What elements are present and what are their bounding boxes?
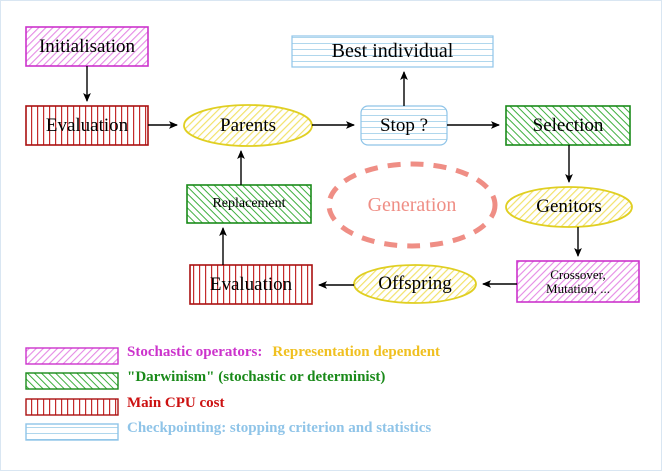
legend-label-primary: Stochastic operators: xyxy=(127,344,263,360)
node-shape-evaluation-bottom[interactable] xyxy=(189,264,313,305)
node-shape-generation[interactable] xyxy=(326,161,498,249)
node-shape-initialisation[interactable] xyxy=(25,26,149,67)
node-shape-crossover[interactable] xyxy=(516,260,640,303)
legend-label-primary: Main CPU cost xyxy=(127,395,225,411)
node-shape-parents[interactable] xyxy=(183,104,313,147)
node-shape-evaluation-top[interactable] xyxy=(25,105,149,146)
legend-label-darwinism: "Darwinism" (stochastic or determinist) xyxy=(127,369,385,386)
node-shape-genitors[interactable] xyxy=(505,186,633,228)
legend-label-checkpointing: Checkpointing: stopping criterion and st… xyxy=(127,420,431,437)
legend-label-primary: "Darwinism" (stochastic or determinist) xyxy=(127,369,386,385)
legend-label-cpu: Main CPU cost xyxy=(127,395,225,412)
node-shape-best-individual[interactable] xyxy=(291,35,494,68)
node-shape-stop[interactable] xyxy=(360,105,448,146)
legend-label-stochastic: Stochastic operators: Representation depe… xyxy=(127,344,440,361)
node-shape-replacement[interactable] xyxy=(186,184,312,224)
node-shape-selection[interactable] xyxy=(505,105,631,146)
legend-swatch-checkpointing xyxy=(25,423,119,441)
edge-arrows xyxy=(83,66,582,289)
node-shapes xyxy=(25,26,640,441)
legend-label-secondary: Representation dependent xyxy=(272,344,441,360)
legend-swatch-darwinism xyxy=(25,372,119,390)
legend-label-primary: Checkpointing: stopping criterion and st… xyxy=(127,420,432,436)
legend-swatch-cpu xyxy=(25,398,119,416)
node-shape-offspring[interactable] xyxy=(353,264,477,304)
legend-swatch-stochastic xyxy=(25,347,119,365)
